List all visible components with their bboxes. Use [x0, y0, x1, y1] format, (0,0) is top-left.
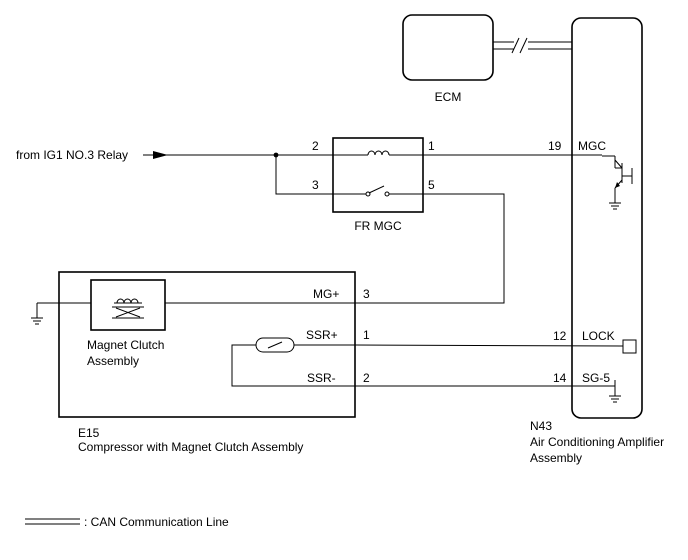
- magnet-clutch-coil-icon: [112, 298, 144, 319]
- amplifier-pin-lock: LOCK: [582, 329, 615, 343]
- magnet-clutch-label-line-2: Assembly: [87, 354, 139, 368]
- relay-switch-symbol: [333, 185, 423, 197]
- amplifier-name-line-2: Assembly: [530, 451, 582, 465]
- wire-relay-to-mg-plus: [355, 193, 505, 304]
- legend-can-line-label: : CAN Communication Line: [84, 515, 229, 529]
- compressor-code: E15: [78, 426, 100, 440]
- relay-label: FR MGC: [354, 219, 402, 233]
- compressor-pin-ssr-plus: SSR+: [306, 328, 338, 342]
- compressor-pin-ssr-minus: SSR-: [307, 371, 336, 385]
- relay-pin-5: 5: [428, 178, 435, 192]
- legend-can-line-symbol: [25, 518, 80, 525]
- ground-symbol-amplifier-1: [609, 202, 621, 210]
- wire-sensor-loop: [231, 344, 355, 387]
- relay-coil-symbol: [333, 150, 423, 156]
- relay-box: [332, 137, 424, 213]
- compressor-pin-mg-plus: MG+: [313, 287, 339, 301]
- ground-symbol-compressor: [31, 303, 43, 325]
- transistor-symbol: [602, 155, 633, 203]
- compressor-pin-number-mg-plus: 3: [363, 287, 370, 301]
- wire-junction-to-relay-pin3: [275, 155, 333, 195]
- relay-pin-2: 2: [312, 139, 319, 153]
- magnet-clutch-label-line-1: Magnet Clutch: [87, 338, 164, 352]
- compressor-pin-number-ssr-plus: 1: [363, 328, 370, 342]
- amplifier-pin-number-sg5: 14: [553, 371, 567, 385]
- wire-ssr-plus-to-lock: [354, 344, 624, 347]
- can-communication-line: [493, 37, 572, 54]
- magnet-clutch-box: [90, 279, 166, 331]
- relay-pin-1: 1: [428, 139, 435, 153]
- compressor-pin-number-ssr-minus: 2: [363, 371, 370, 385]
- amplifier-code: N43: [530, 419, 552, 433]
- amplifier-pin-number-mgc: 19: [548, 139, 562, 153]
- input-label: from IG1 NO.3 Relay: [16, 148, 128, 162]
- amplifier-box: [571, 17, 643, 419]
- ecm-label: ECM: [435, 90, 462, 104]
- lock-input-box: [622, 339, 637, 354]
- amplifier-pin-sg5: SG-5: [582, 371, 610, 385]
- amplifier-name-line-1: Air Conditioning Amplifier: [530, 435, 664, 449]
- amplifier-pin-mgc: MGC: [578, 139, 606, 153]
- ground-symbol-amplifier-2: [609, 380, 621, 403]
- ecm-box: [402, 14, 494, 81]
- relay-pin-3: 3: [312, 178, 319, 192]
- compressor-name: Compressor with Magnet Clutch Assembly: [78, 440, 303, 454]
- amplifier-pin-number-lock: 12: [553, 329, 567, 343]
